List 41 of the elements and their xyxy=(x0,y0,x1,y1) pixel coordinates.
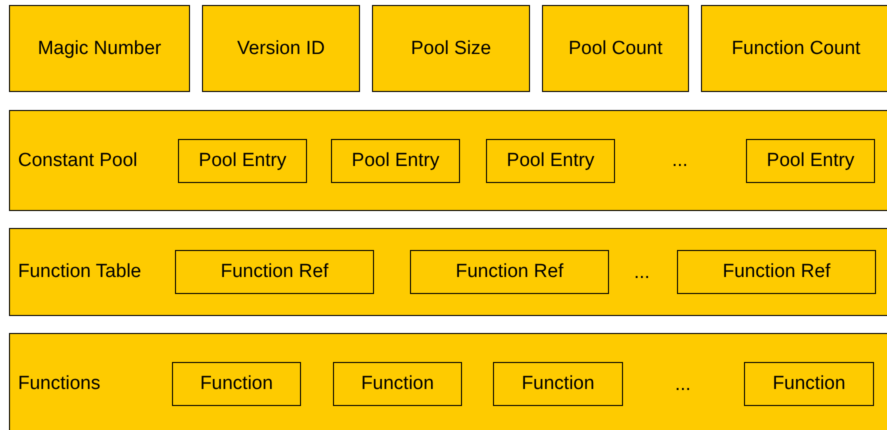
section-heading: Function Table xyxy=(18,261,142,283)
field-box xyxy=(542,5,689,92)
section-band xyxy=(9,333,887,430)
field-label: Function Ref xyxy=(722,261,830,283)
section-band xyxy=(9,110,887,211)
field-box xyxy=(677,250,876,294)
field-label: Version ID xyxy=(237,38,325,60)
section-heading: Functions xyxy=(18,372,100,394)
field-box xyxy=(410,250,609,294)
field-label: Function Ref xyxy=(456,261,564,283)
ellipsis: ... xyxy=(672,150,688,172)
field-box xyxy=(172,362,301,406)
field-label: Function xyxy=(200,373,273,395)
ellipsis: ... xyxy=(675,374,691,396)
field-box xyxy=(372,5,530,92)
field-label: Pool Entry xyxy=(198,150,286,172)
section-band xyxy=(9,228,887,316)
field-label: Function Count xyxy=(732,38,860,60)
field-label: Pool Count xyxy=(568,38,662,60)
ellipsis: ... xyxy=(634,262,650,284)
field-box xyxy=(701,5,887,92)
field-box xyxy=(746,139,875,183)
field-box xyxy=(333,362,462,406)
field-label: Function Ref xyxy=(220,261,328,283)
field-box xyxy=(486,139,615,183)
field-label: Function xyxy=(361,373,434,395)
field-label: Function xyxy=(522,373,594,395)
field-box xyxy=(9,5,190,92)
field-box xyxy=(331,139,460,183)
field-label: Pool Size xyxy=(410,38,492,60)
field-label: Magic Number xyxy=(38,38,162,60)
field-box xyxy=(744,362,874,406)
field-label: Pool Entry xyxy=(766,150,854,172)
field-label: Function xyxy=(772,373,846,395)
field-box xyxy=(202,5,360,92)
field-label: Pool Entry xyxy=(506,150,594,172)
field-label: Pool Entry xyxy=(352,150,440,172)
field-box xyxy=(175,250,374,294)
field-box xyxy=(493,362,623,406)
field-box xyxy=(178,139,307,183)
section-heading: Constant Pool xyxy=(18,150,138,172)
